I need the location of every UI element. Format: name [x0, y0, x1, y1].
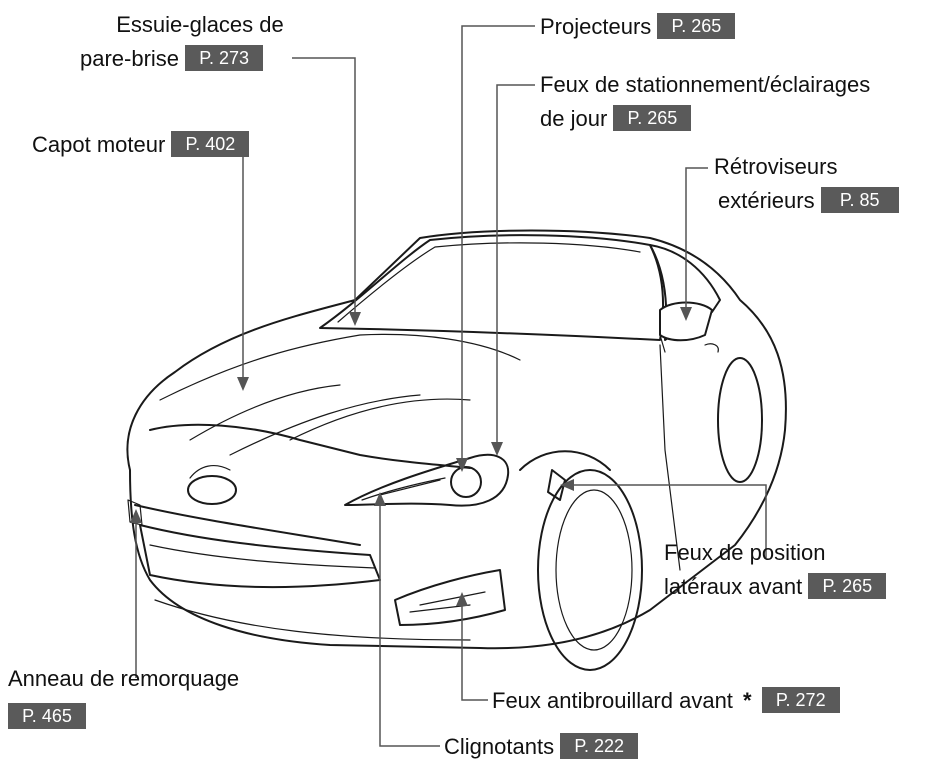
callout-wipers-line2: pare-brise: [80, 46, 180, 71]
page-ref-tow[interactable]: P. 465: [8, 703, 86, 730]
callout-mirrors-row2: extérieurs P. 85: [718, 186, 899, 216]
callout-wipers: Essuie-glaces de: [90, 10, 310, 40]
page-ref-hood[interactable]: P. 402: [171, 131, 250, 158]
callout-wipers-line1: Essuie-glaces de: [116, 12, 284, 37]
callout-wipers-row2: pare-brise P. 273: [80, 44, 264, 74]
projector-lamp: [450, 466, 482, 498]
fog-lamp-housing: [394, 569, 506, 626]
front-emblem: [187, 475, 237, 505]
callout-side-marker-row2: latéraux avant P. 265: [664, 572, 887, 602]
side-marker-lamp: [547, 469, 566, 501]
callout-parking-lamps: Feux de stationnement/éclairages: [540, 70, 870, 100]
callout-fog-asterisk: *: [743, 688, 752, 713]
callout-side-marker-line1: Feux de position: [664, 540, 826, 565]
mirror-leader: [685, 167, 708, 315]
side-marker-leader: [566, 484, 767, 558]
callout-fog: Feux antibrouillard avant * P. 272: [492, 686, 840, 716]
callout-headlights: Projecteurs P. 265: [540, 12, 736, 42]
callout-turn-signals: Clignotants P. 222: [444, 732, 639, 762]
side-mirror: [659, 301, 713, 342]
page-ref-headlights[interactable]: P. 265: [657, 13, 736, 40]
page-ref-fog[interactable]: P. 272: [761, 687, 840, 714]
callout-tow-label: Anneau de remorquage: [8, 666, 240, 691]
callout-hood-label: Capot moteur: [32, 132, 166, 157]
car-body-outline: [126, 229, 787, 650]
callout-side-marker: Feux de position: [664, 538, 825, 568]
callout-headlights-label: Projecteurs: [540, 14, 652, 39]
lower-grille: [139, 524, 381, 588]
callout-mirrors-line2: extérieurs: [718, 188, 815, 213]
page-ref-parking-lamps[interactable]: P. 265: [613, 105, 692, 132]
callout-mirrors-line1: Rétroviseurs: [714, 154, 838, 179]
page-ref-turn-signals[interactable]: P. 222: [560, 733, 639, 760]
fog-leader: [461, 598, 488, 701]
front-wheel: [537, 469, 643, 671]
rear-wheel: [717, 357, 763, 483]
callout-mirrors: Rétroviseurs: [714, 152, 837, 182]
callout-parking-line2: de jour: [540, 106, 608, 131]
page-ref-side-marker[interactable]: P. 265: [808, 573, 887, 600]
callout-turn-label: Clignotants: [444, 734, 555, 759]
page-ref-wipers[interactable]: P. 273: [185, 45, 264, 72]
page-ref-mirrors[interactable]: P. 85: [820, 187, 899, 214]
headlight-assembly: [344, 453, 510, 507]
callout-tow: Anneau de remorquage: [8, 664, 239, 694]
callout-parking-row2: de jour P. 265: [540, 104, 692, 134]
callout-side-marker-line2: latéraux avant: [664, 574, 803, 599]
callout-tow-row2: P. 465: [8, 702, 86, 732]
callout-hood: Capot moteur P. 402: [32, 130, 250, 160]
wiper-leader: [292, 57, 356, 320]
callout-parking-line1: Feux de stationnement/éclairages: [540, 72, 871, 97]
headlight-leader: [461, 25, 535, 466]
callout-fog-label: Feux antibrouillard avant: [492, 688, 733, 713]
tow-hook-cover: [127, 499, 143, 526]
windshield-outline: [319, 234, 664, 341]
turn-signal-leader: [379, 498, 440, 747]
parking-lamp-leader: [496, 84, 535, 450]
